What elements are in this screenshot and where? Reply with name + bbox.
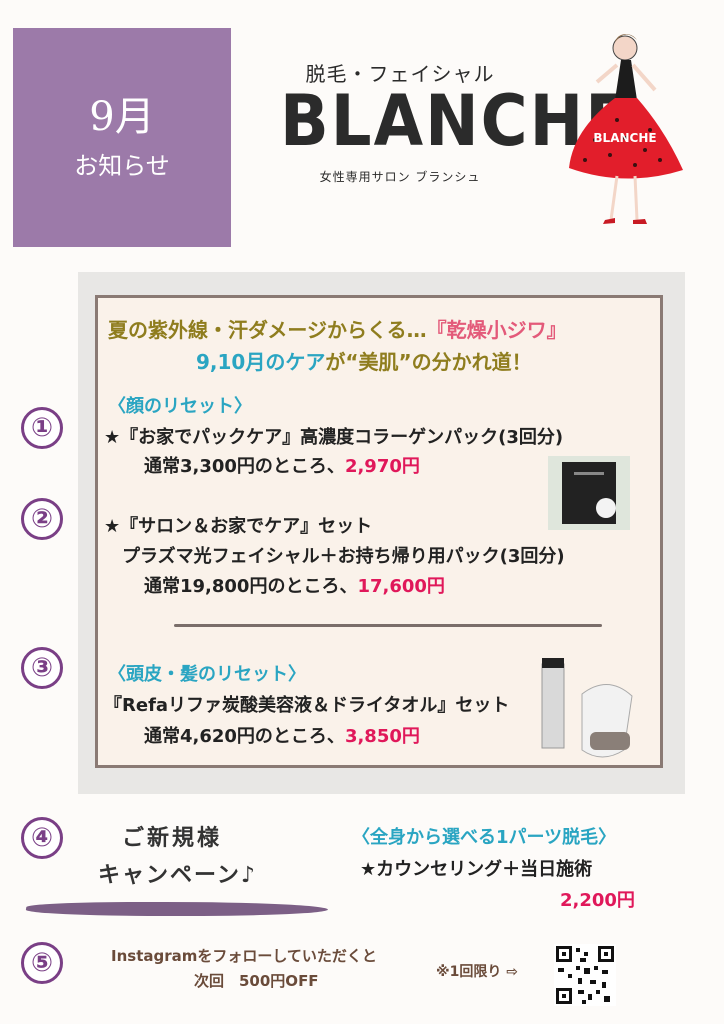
campaign-category: 〈全身から選べる1パーツ脱毛〉 bbox=[352, 827, 617, 848]
campaign-line2: キャンペーン♪ bbox=[98, 863, 257, 888]
campaign-line1: ご新規様 bbox=[122, 826, 223, 851]
collagen-pack-image bbox=[548, 456, 630, 530]
headline-prefix: 夏の紫外線・汗ダメージからくる… bbox=[108, 318, 427, 342]
item3-category: 〈頭皮・髪のリセット〉 bbox=[108, 664, 306, 685]
item2-title2: プラズマ光フェイシャル＋お持ち帰り用パック(3回分) bbox=[122, 546, 565, 567]
number-badge-1: ① bbox=[21, 407, 63, 449]
instagram-line1: Instagramをフォローしていただくと bbox=[111, 947, 377, 965]
notice-label: お知らせ bbox=[74, 152, 170, 180]
item1-price: 2,970円 bbox=[344, 456, 420, 477]
logo-brand: BLANCHE bbox=[280, 81, 631, 163]
item1-price-label: 通常3,300円のところ、 bbox=[144, 456, 345, 477]
campaign-detail: ★カウンセリング＋当日施術 bbox=[360, 859, 593, 880]
item3-price: 3,850円 bbox=[344, 726, 420, 747]
item1-category: 〈顔のリセット〉 bbox=[108, 396, 252, 417]
logo-subtitle: 脱毛・フェイシャル bbox=[305, 62, 495, 86]
instagram-note: ※1回限り ⇨ bbox=[436, 964, 518, 980]
campaign-price: 2,200円 bbox=[560, 890, 635, 911]
item1-title: ★『お家でパックケア』高濃度コラーゲンパック(3回分) bbox=[104, 427, 564, 448]
month-banner: 9月 お知らせ bbox=[13, 28, 231, 247]
number-badge-2: ② bbox=[21, 498, 63, 540]
item2-price-label: 通常19,800円のところ、 bbox=[144, 576, 358, 597]
month-label: 9月 bbox=[89, 94, 155, 140]
item3-price-row: 通常4,620円のところ、3,850円 bbox=[144, 722, 420, 748]
headline-line2: 9,10月のケアが“美肌”の分かれ道！ bbox=[196, 346, 532, 375]
offer-card bbox=[95, 295, 663, 768]
item2-price-row: 通常19,800円のところ、17,600円 bbox=[144, 572, 445, 598]
refa-product-image bbox=[541, 658, 633, 758]
item3-price-label: 通常4,620円のところ、 bbox=[144, 726, 345, 747]
number-badge-3: ③ bbox=[21, 647, 63, 689]
item2-title: ★『サロン＆お家でケア』セット bbox=[104, 516, 373, 537]
headline-line2-suffix: が“美肌”の分かれ道！ bbox=[325, 350, 532, 374]
section-divider bbox=[174, 624, 602, 627]
dress-brand-text: BLANCHE bbox=[593, 131, 656, 145]
instagram-line2: 次回 500円OFF bbox=[194, 972, 319, 990]
headline-highlight: 『乾燥小ジワ』 bbox=[426, 318, 567, 342]
qr-code[interactable] bbox=[554, 944, 616, 1006]
brand-logo: 脱毛・フェイシャル BLANCHE 女性専用サロン ブランシュ bbox=[280, 58, 631, 185]
item1-price-row: 通常3,300円のところ、2,970円 bbox=[144, 452, 420, 478]
headline-line1: 夏の紫外線・汗ダメージからくる…『乾燥小ジワ』 bbox=[108, 314, 567, 343]
logo-tagline: 女性専用サロン ブランシュ bbox=[319, 170, 481, 185]
headline-line2-prefix: 9,10月のケア bbox=[196, 350, 326, 374]
brush-stroke bbox=[24, 902, 330, 916]
item2-price: 17,600円 bbox=[357, 576, 445, 597]
woman-dress-illustration: BLANCHE bbox=[569, 34, 683, 224]
item3-title: 『Refaリファ炭酸美容液＆ドライタオル』セット bbox=[104, 695, 510, 716]
number-badge-5: ⑤ bbox=[21, 942, 63, 984]
number-badge-4: ④ bbox=[21, 817, 63, 859]
